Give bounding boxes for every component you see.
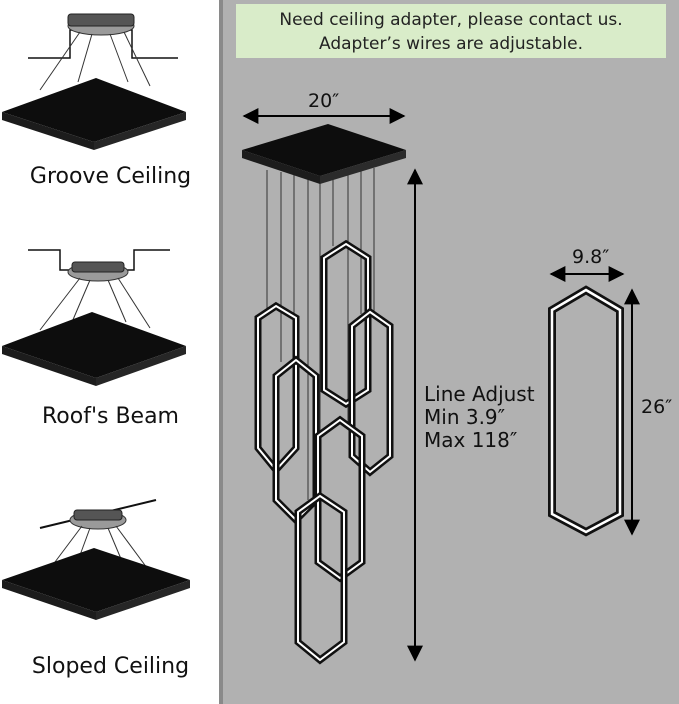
single-ring-detail bbox=[548, 285, 624, 537]
sloped-ceiling-label: Sloped Ceiling bbox=[31, 654, 190, 679]
hexagon-ring bbox=[320, 239, 372, 409]
line-adjust-min: Min 3.9″ bbox=[424, 405, 506, 429]
line-adjust-title: Line Adjust bbox=[424, 382, 535, 406]
groove-ceiling-label: Groove Ceiling bbox=[29, 164, 192, 189]
hexagon-ring bbox=[314, 415, 366, 583]
ring-height-label: 26″ bbox=[641, 396, 673, 418]
ring-width-label: 9.8″ bbox=[572, 246, 610, 268]
canopy-width-label: 20″ bbox=[308, 90, 340, 112]
canopy-plate bbox=[2, 312, 186, 378]
notice-line-1: Need ceiling adapter, please contact us. bbox=[279, 10, 623, 30]
sloped-ceiling-illustration bbox=[2, 499, 190, 620]
suspension-wires bbox=[39, 277, 151, 331]
suspension-wires bbox=[39, 31, 151, 91]
hexagon-ring bbox=[348, 307, 394, 477]
hexagon-ring bbox=[294, 491, 348, 665]
canopy-plate bbox=[2, 548, 190, 612]
groove-ceiling-illustration bbox=[2, 13, 186, 150]
roofs-beam-label: Roof's Beam bbox=[41, 404, 179, 429]
adapter-notice: Need ceiling adapter, please contact us.… bbox=[236, 4, 666, 58]
line-adjust-label: Line Adjust Min 3.9″ Max 118″ bbox=[424, 383, 535, 452]
canopy-plate bbox=[242, 124, 406, 176]
hexagon-rings bbox=[254, 239, 394, 665]
chandelier-illustration bbox=[242, 124, 406, 665]
notice-line-2: Adapter’s wires are adjustable. bbox=[319, 34, 583, 54]
canopy-plate bbox=[2, 78, 186, 142]
roofs-beam-illustration bbox=[2, 249, 186, 386]
panel-divider bbox=[219, 0, 223, 704]
line-adjust-max: Max 118″ bbox=[424, 428, 518, 452]
